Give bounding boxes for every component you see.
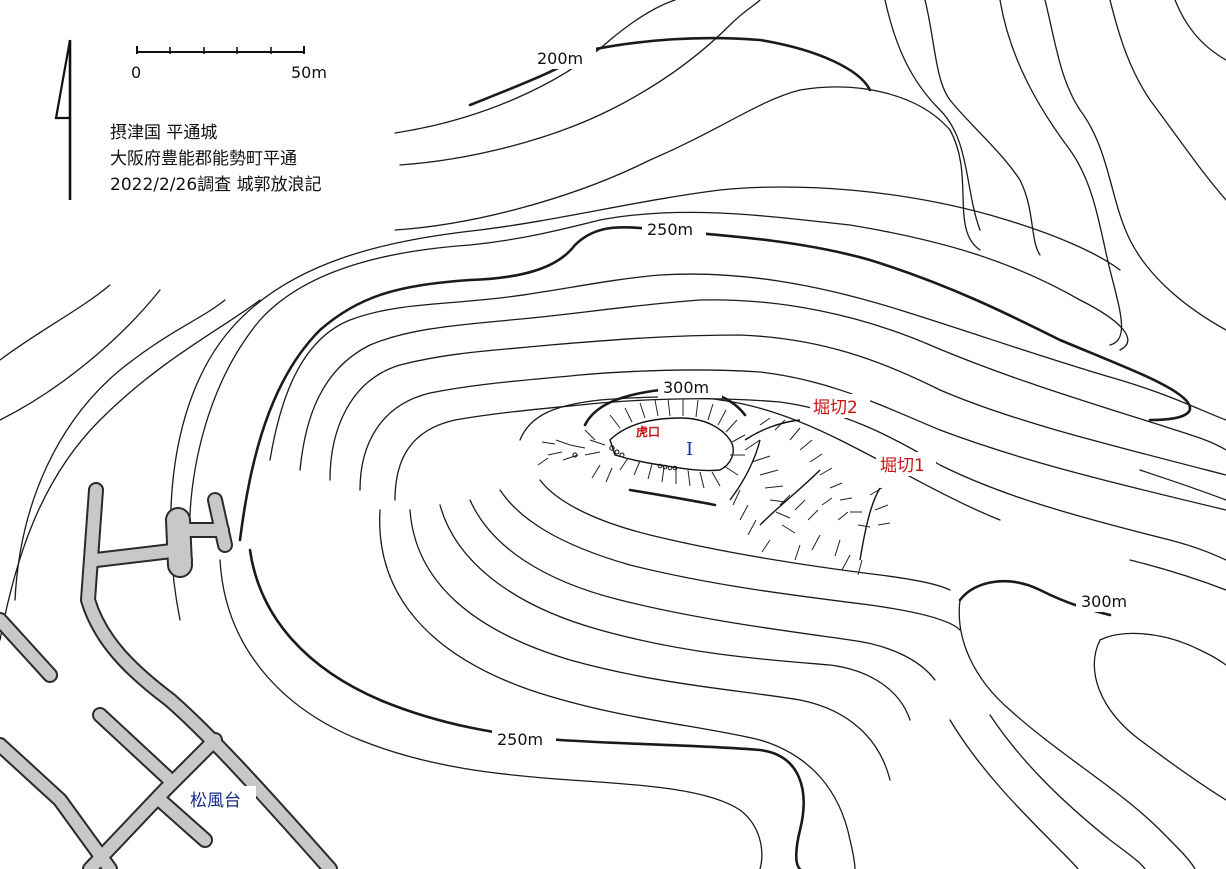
horikiri-2-label: 堀切2 bbox=[813, 398, 858, 418]
castle-labels: 堀切2 堀切1 虎口 I bbox=[636, 394, 936, 476]
title-line-survey-date: 2022/2/26調査 城郭放浪記 bbox=[110, 175, 322, 195]
contour-label-300m-right: 300m bbox=[1081, 592, 1127, 611]
scale-end-label: 50m bbox=[291, 63, 327, 82]
castle-earthworks bbox=[537, 398, 891, 576]
title-line-location: 大阪府豊能郡能勢町平通 bbox=[110, 149, 297, 169]
title-line-castle-name: 摂津国 平通城 bbox=[110, 123, 217, 143]
scale-bar: 0 50m bbox=[131, 46, 327, 82]
contour-label-250m-bottom: 250m bbox=[497, 730, 543, 749]
horikiri-1-label: 堀切1 bbox=[880, 456, 925, 476]
contour-label-200m: 200m bbox=[537, 49, 583, 68]
slope-hachures bbox=[537, 398, 891, 576]
north-arrow-icon bbox=[54, 39, 72, 200]
place-label-shofudai: 松風台 bbox=[190, 791, 241, 811]
contour-label-250m-top: 250m bbox=[647, 220, 693, 239]
scale-start-label: 0 bbox=[131, 63, 141, 82]
koguchi-label: 虎口 bbox=[636, 424, 660, 439]
roads bbox=[0, 482, 338, 869]
kuruwa-1-label: I bbox=[686, 439, 693, 460]
title-block: 摂津国 平通城 大阪府豊能郡能勢町平通 2022/2/26調査 城郭放浪記 bbox=[105, 118, 385, 198]
contour-labels: 200m 250m 300m 300m 250m bbox=[492, 45, 1140, 750]
contour-label-300m-top: 300m bbox=[663, 378, 709, 397]
